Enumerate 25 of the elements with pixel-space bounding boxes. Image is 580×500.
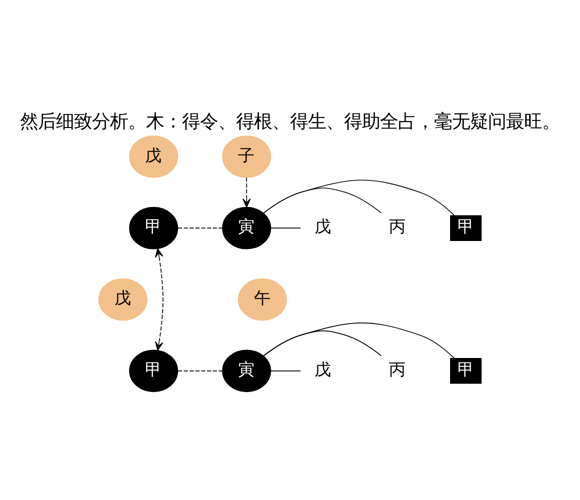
node-text: 戊 bbox=[314, 360, 332, 379]
connector bbox=[263, 322, 455, 358]
arrow bbox=[242, 176, 251, 208]
connector bbox=[178, 370, 223, 371]
node-ellipse: 甲 bbox=[129, 349, 178, 392]
connector bbox=[263, 330, 382, 356]
node-ellipse: 戊 bbox=[129, 134, 178, 178]
node-ellipse: 寅 bbox=[222, 206, 272, 249]
diagram-title: 然后细致分析。木：得令、得根、得生、得助全占，毫无疑问最旺。 bbox=[20, 110, 560, 132]
node-ellipse: 甲 bbox=[129, 206, 178, 249]
node-ellipse: 子 bbox=[222, 134, 272, 178]
connector bbox=[270, 227, 301, 228]
connector bbox=[263, 187, 382, 214]
connector bbox=[270, 370, 301, 371]
node-ellipse: 午 bbox=[238, 278, 287, 320]
node-box: 甲 bbox=[450, 358, 482, 384]
connector bbox=[178, 227, 223, 228]
node-box: 甲 bbox=[450, 214, 482, 240]
node-text: 丙 bbox=[389, 216, 406, 236]
arrow bbox=[155, 248, 164, 350]
connector bbox=[263, 179, 455, 216]
node-text: 戊 bbox=[314, 216, 332, 236]
node-ellipse: 戊 bbox=[98, 278, 148, 320]
node-ellipse: 寅 bbox=[222, 349, 272, 392]
node-text: 丙 bbox=[389, 360, 406, 379]
